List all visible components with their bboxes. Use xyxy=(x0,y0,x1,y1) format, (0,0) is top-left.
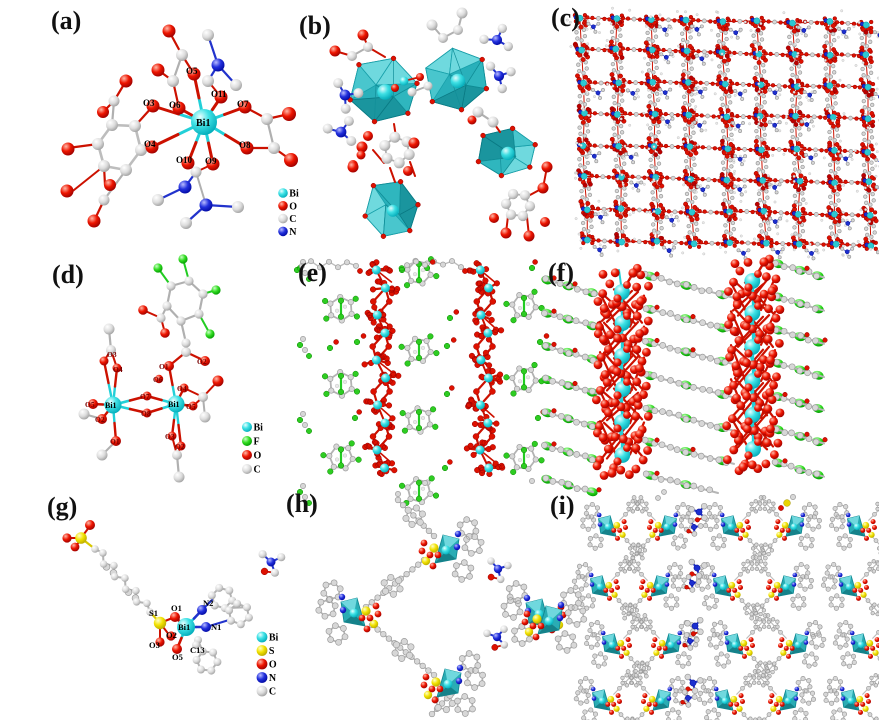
svg-text:F: F xyxy=(254,437,260,448)
svg-text:C: C xyxy=(289,214,296,225)
svg-text:O4: O4 xyxy=(144,139,156,149)
svg-text:Bi: Bi xyxy=(254,423,264,434)
svg-text:O3: O3 xyxy=(149,640,160,650)
svg-text:(i): (i) xyxy=(550,491,575,520)
svg-text:O: O xyxy=(269,660,277,671)
svg-text:O8: O8 xyxy=(239,140,251,150)
svg-text:O2: O2 xyxy=(175,442,185,451)
svg-text:O10: O10 xyxy=(176,155,193,165)
svg-text:O8: O8 xyxy=(141,409,151,418)
svg-text:N: N xyxy=(289,227,297,238)
svg-text:O1: O1 xyxy=(171,603,182,613)
svg-text:S1: S1 xyxy=(149,608,158,618)
svg-text:O: O xyxy=(254,451,262,462)
svg-text:C: C xyxy=(254,465,261,476)
svg-text:O6: O6 xyxy=(153,375,163,384)
svg-text:O5: O5 xyxy=(186,66,198,76)
svg-text:C: C xyxy=(269,687,276,698)
svg-text:Bi: Bi xyxy=(269,633,279,644)
svg-text:O4: O4 xyxy=(113,365,123,374)
svg-text:(d): (d) xyxy=(52,260,84,289)
svg-text:(a): (a) xyxy=(51,6,81,35)
svg-text:O4: O4 xyxy=(177,384,187,393)
svg-text:(h): (h) xyxy=(286,489,318,518)
svg-text:Bi1: Bi1 xyxy=(178,622,190,632)
svg-text:O11: O11 xyxy=(211,89,227,99)
svg-text:O9: O9 xyxy=(205,156,217,166)
svg-text:Bi1: Bi1 xyxy=(105,401,117,410)
svg-text:N1: N1 xyxy=(211,622,221,632)
svg-text:Bi: Bi xyxy=(289,189,299,200)
svg-text:O5: O5 xyxy=(172,652,183,662)
svg-text:(f): (f) xyxy=(548,258,574,287)
svg-text:O3: O3 xyxy=(165,432,175,441)
svg-text:N2: N2 xyxy=(203,598,213,608)
svg-text:N: N xyxy=(269,673,277,684)
svg-text:O2: O2 xyxy=(197,357,207,366)
svg-text:O7: O7 xyxy=(140,392,150,401)
svg-text:(b): (b) xyxy=(299,11,331,40)
svg-text:O: O xyxy=(289,201,297,212)
svg-text:O5: O5 xyxy=(186,402,196,411)
svg-text:O3: O3 xyxy=(143,98,155,108)
svg-text:O5: O5 xyxy=(85,400,95,409)
svg-text:O6: O6 xyxy=(169,100,181,110)
svg-text:Bi1: Bi1 xyxy=(168,400,180,409)
svg-text:(e): (e) xyxy=(298,258,327,287)
svg-text:C13: C13 xyxy=(190,645,205,655)
svg-text:O7: O7 xyxy=(237,99,249,109)
svg-text:S: S xyxy=(269,646,275,657)
svg-text:Bi1: Bi1 xyxy=(196,118,210,129)
svg-text:O2: O2 xyxy=(95,415,105,424)
svg-text:O3: O3 xyxy=(107,350,117,359)
svg-text:O1: O1 xyxy=(110,437,120,446)
svg-text:O1: O1 xyxy=(159,362,169,371)
svg-text:(c): (c) xyxy=(551,3,580,32)
svg-text:O2: O2 xyxy=(166,630,177,640)
svg-text:(g): (g) xyxy=(47,492,77,521)
